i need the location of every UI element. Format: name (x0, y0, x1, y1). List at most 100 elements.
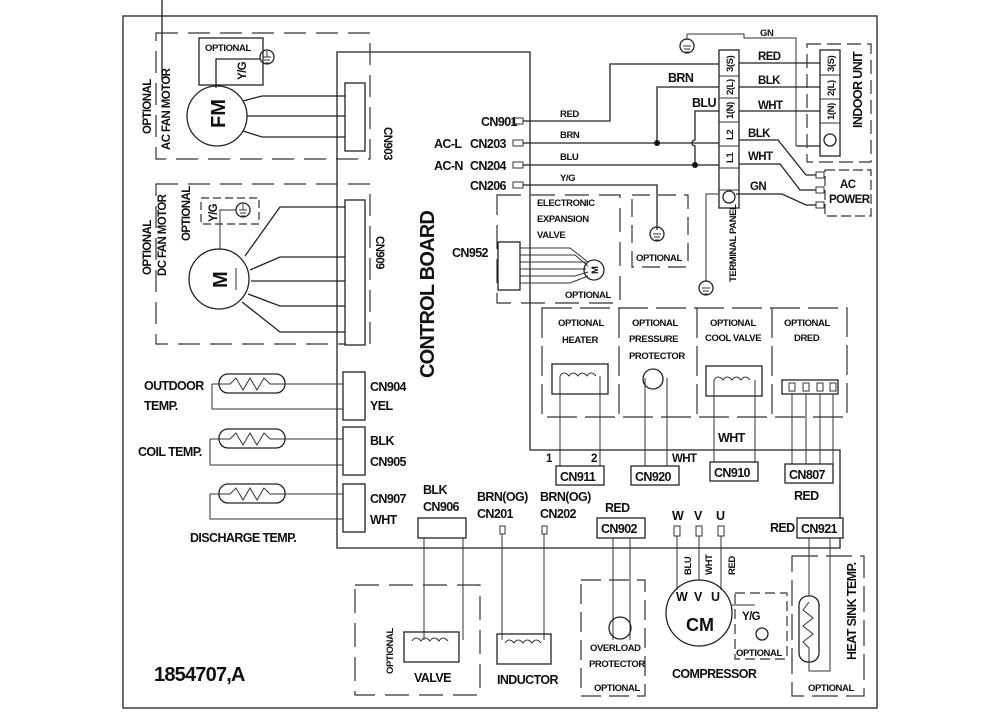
eev-line-2: EXPANSION (537, 214, 589, 225)
ground-icon (722, 190, 736, 204)
control-board: CONTROL BOARD (336, 51, 841, 549)
cn921-connector (796, 517, 844, 539)
dc-fan-title-optional: OPTIONAL (142, 220, 154, 275)
compressor-symbol (665, 579, 733, 647)
tp-blu-label: BLU (692, 96, 716, 110)
ac-fan-ground-wire: Y/G (237, 61, 249, 80)
cn202-wire-color: BRN(OG) (540, 490, 591, 504)
overload-line-2: PROTECTOR (589, 659, 645, 670)
wire-red-label: RED (560, 109, 579, 120)
compressor-label: COMPRESSOR (672, 667, 757, 681)
overload-optional: OPTIONAL (594, 683, 640, 694)
eev-motor-label: M (590, 266, 601, 274)
cn909-connector (344, 199, 366, 346)
ground-icon (755, 627, 769, 641)
overload-line-1: OVERLOAD (590, 643, 641, 654)
dc-fan-title-optional-2: OPTIONAL (181, 186, 193, 241)
dc-motor-label: M (210, 271, 232, 288)
ac-power-label-2: POWER (829, 194, 871, 206)
dc-fan-ground-wire: Y/G (208, 203, 220, 222)
comp-wire-wht: WHT (704, 554, 715, 575)
discharge-temp-label: DISCHARGE TEMP. (190, 531, 296, 545)
valve-optional: OPTIONAL (385, 628, 396, 674)
comp-ground-wire: Y/G (742, 611, 761, 623)
cool-valve-icon (705, 365, 763, 397)
comp-w: W (676, 590, 688, 604)
ac-n-label: AC-N (434, 159, 463, 173)
ac-power: AC POWER (815, 169, 872, 217)
heat-sink-temp: RED CN921 HEAT SINK TEMP. OPTIONAL (770, 517, 865, 697)
drawing-number: 1854707,A (154, 664, 245, 686)
cn911-pin-2: 2 (591, 453, 597, 465)
cn911-label: CN911 (560, 470, 596, 484)
valve-label: VALVE (414, 671, 451, 685)
overload-protector-icon (608, 616, 632, 640)
valve-coil-icon (403, 631, 460, 663)
tp-blk2-label: BLK (748, 128, 771, 140)
ac-l-label: AC-L (434, 137, 462, 151)
cn204-label: CN204 (470, 159, 507, 173)
cn911-pin-1: 1 (546, 453, 553, 465)
comp-v: V (694, 590, 703, 604)
cn902-connector (596, 517, 646, 539)
optional-modules: OPTIONAL HEATER 1 2 CN911 OPTIONAL PRESS… (541, 307, 848, 503)
wire-blu-branch (691, 110, 720, 165)
outdoor-temp-label-2: TEMP. (144, 399, 178, 413)
cn203-label: CN203 (470, 137, 507, 151)
ac-fan-ground-box (198, 37, 264, 86)
inductor: INDUCTOR (496, 633, 559, 687)
cn952-label: CN952 (452, 246, 489, 260)
outdoor-temp-sensor: OUTDOOR TEMP. CN904 YEL (144, 371, 407, 421)
electronic-expansion-valve: ELECTRONIC EXPANSION VALVE CN952 M OPTIO… (452, 194, 621, 304)
cool-valve-line-2: COOL VALVE (705, 333, 761, 344)
cn909-label: CN909 (373, 236, 385, 269)
pressure-line-2: PRESSURE (629, 334, 678, 345)
wire-yg-label: Y/G (560, 173, 575, 184)
cn910-connector (709, 461, 759, 482)
iu-terminal-1n: 1(N) (826, 103, 837, 120)
wire-blu-label: BLU (560, 152, 579, 163)
tp-terminal-l1: L1 (725, 152, 736, 163)
cn902-label: CN902 (601, 522, 638, 536)
eev-motor-symbol (583, 259, 605, 281)
cn904-connector (342, 371, 366, 421)
cn201-label: CN201 (477, 507, 514, 521)
cn905-wire-color: BLK (370, 434, 394, 448)
overload-protector: OVERLOAD PROTECTOR OPTIONAL (580, 579, 646, 697)
cn910-wire-color: WHT (718, 431, 746, 445)
ground-icon (649, 226, 665, 242)
cn907-wire-color: WHT (370, 513, 398, 527)
dred-line-2: DRED (794, 333, 820, 344)
eev-line-1: ELECTRONIC (537, 198, 595, 209)
heat-sink-label: HEAT SINK TEMP. (845, 562, 859, 660)
pressure-line-1: OPTIONAL (632, 318, 678, 329)
ac-fan-motor-title-optional: OPTIONAL (142, 79, 154, 134)
cn920-label: CN920 (635, 470, 672, 484)
comp-wire-blu: BLU (683, 556, 694, 575)
heater-icon (551, 363, 609, 395)
cn910-label: CN910 (714, 466, 751, 480)
tp-terminal-2l: 2(L) (725, 79, 736, 95)
compressor: W V U BLU WHT RED W V U CM COMPRESSOR Y/… (665, 509, 788, 681)
outdoor-temp-label: OUTDOOR (144, 379, 204, 393)
tp-terminal-l2: L2 (725, 130, 736, 140)
control-board-label: CONTROL BOARD (417, 211, 439, 378)
cn901-label: CN901 (481, 115, 518, 129)
cn906-connector (417, 517, 467, 539)
coil-temp-sensor: COIL TEMP. BLK CN905 (138, 426, 407, 476)
tp-gn-top-label: GN (760, 28, 774, 39)
heater-line-1: OPTIONAL (558, 318, 604, 329)
heat-sink-optional: OPTIONAL (808, 683, 854, 694)
optional-ground: OPTIONAL (631, 194, 689, 268)
pressure-protector-icon (642, 368, 664, 390)
valve: OPTIONAL VALVE (354, 584, 481, 696)
cn921-label: CN921 (801, 522, 838, 536)
tp-wht2-label: WHT (748, 151, 773, 163)
terminal-strip (718, 49, 740, 209)
discharge-temp-sensor: DISCHARGE TEMP. CN907 WHT (190, 483, 407, 545)
comp-top-v: V (694, 509, 703, 523)
cn907-label: CN907 (370, 492, 407, 506)
cn906-wire-color: BLK (423, 483, 447, 497)
cn905-label: CN905 (370, 455, 407, 469)
